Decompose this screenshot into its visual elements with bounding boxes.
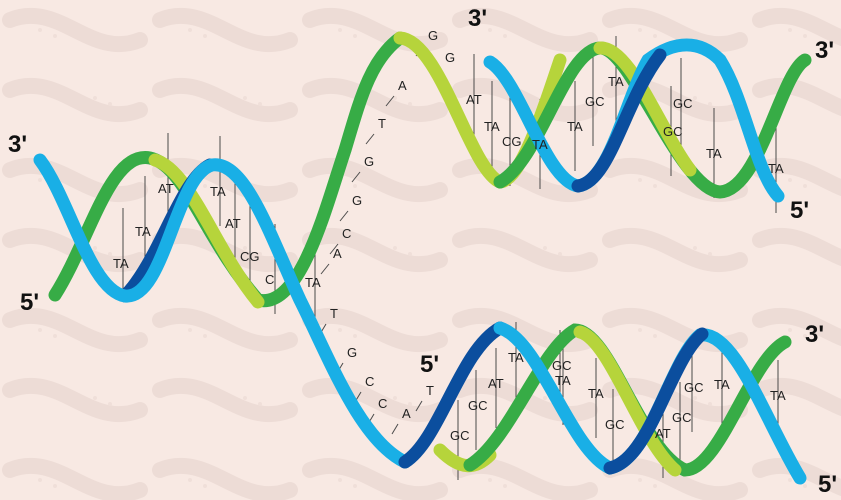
base-pair-label: TA — [210, 184, 226, 199]
single-base-label: T — [330, 306, 338, 321]
single-base-label: G — [428, 28, 438, 43]
end-label-upper-copy-right-top: 3' — [815, 37, 834, 64]
lower-copy-light-green-2 — [573, 325, 682, 477]
base-pair-label: GC — [673, 96, 693, 111]
base-pair-label: TA — [770, 388, 786, 403]
base-pair-label: GC — [468, 398, 488, 413]
base-pair-label: GC — [450, 428, 470, 443]
base-pair-label: TA — [588, 386, 604, 401]
end-label-upper-copy-right-bottom: 5' — [790, 197, 809, 224]
base-pair-label: TA — [555, 373, 571, 388]
single-base-label: A — [333, 246, 342, 261]
base-pair-label: AT — [488, 376, 504, 391]
base-pair-label: TA — [706, 146, 722, 161]
base-pair-rung — [391, 423, 399, 435]
single-base-label: A — [398, 78, 407, 93]
single-base-label: C — [378, 396, 387, 411]
end-label-lower-copy-start: 5' — [420, 351, 439, 378]
end-label-upper-copy-start: 3' — [468, 5, 487, 32]
base-pair-label: TA — [484, 119, 500, 134]
base-pair-label: CG — [502, 134, 522, 149]
parent-strand-light-blue — [33, 153, 412, 469]
base-pair-rung — [351, 171, 361, 183]
base-pair-label: GC — [552, 358, 572, 373]
base-pair-label: TA — [113, 256, 129, 271]
base-pair-label: TA — [608, 74, 624, 89]
end-label-parent-left-bottom: 5' — [20, 289, 39, 316]
base-pair-rung — [365, 133, 375, 145]
single-base-label: G — [445, 50, 455, 65]
base-pair-label: TA — [305, 275, 321, 290]
end-label-parent-left-top: 3' — [8, 131, 27, 158]
single-base-label: G — [352, 193, 362, 208]
single-base-label: A — [402, 406, 411, 421]
single-base-label: C — [365, 374, 374, 389]
lower-copy-dark-blue-2 — [603, 327, 709, 475]
base-pair-label: GC — [585, 94, 605, 109]
base-pair-label: AT — [655, 426, 671, 441]
base-pair-label: GC — [672, 410, 692, 425]
lower-copy-dark-blue — [398, 321, 507, 469]
single-base-label: T — [378, 116, 386, 131]
parent-strand-light-green — [148, 153, 265, 309]
single-base-label: C — [342, 226, 351, 241]
base-pair-label: TA — [135, 224, 151, 239]
base-pair-rung — [320, 263, 330, 275]
end-label-lower-copy-right-bottom: 5' — [818, 471, 837, 498]
base-pair-label: TA — [567, 119, 583, 134]
base-pair-label: GC — [663, 124, 683, 139]
upper-copy-dark-blue — [571, 48, 667, 193]
end-label-lower-copy-right-top: 3' — [805, 321, 824, 348]
upper-copy-light-green-2 — [593, 41, 697, 177]
base-pair-label: TA — [508, 350, 524, 365]
base-pair-label: TA — [532, 137, 548, 152]
base-pair-label: TA — [714, 377, 730, 392]
base-pair-label: GC — [605, 417, 625, 432]
base-pair-label: AT — [158, 181, 174, 196]
single-base-label: T — [426, 383, 434, 398]
single-base-label: G — [347, 345, 357, 360]
base-pair-label: TA — [768, 161, 784, 176]
base-pair-label: C — [265, 272, 274, 287]
base-pair-rung — [385, 95, 395, 107]
single-base-label: G — [364, 154, 374, 169]
base-pair-rung — [329, 243, 339, 255]
base-pair-label: CG — [240, 249, 260, 264]
base-pair-rung — [415, 400, 423, 412]
base-pair-rung — [339, 210, 349, 222]
base-pair-label: GC — [684, 380, 704, 395]
base-pair-label: AT — [466, 92, 482, 107]
base-pair-label: AT — [225, 216, 241, 231]
